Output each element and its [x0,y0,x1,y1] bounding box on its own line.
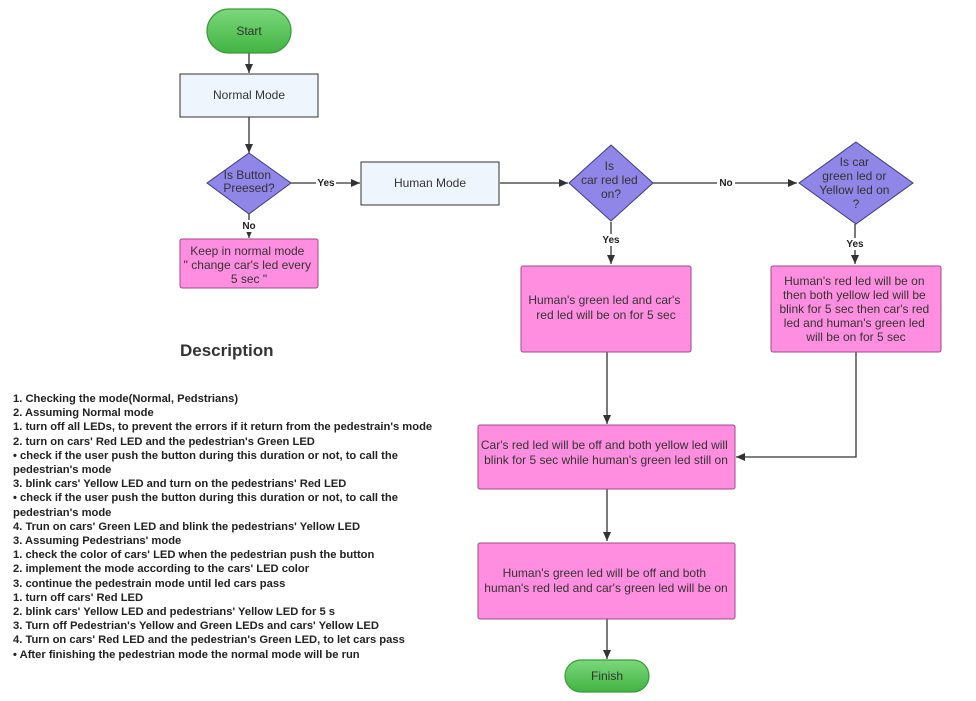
keep-normal-text: Keep in normal mode " change car's led e… [184,244,315,286]
human-mode-box: Human Mode [360,161,500,206]
human-green-off-text: Human's green led will be off and both h… [484,566,727,595]
human-green-off-box: Human's green led will be off and both h… [477,542,736,620]
car-red-line: on? [601,187,621,201]
description-line: 2. blink cars' Yellow LED and pedestrian… [13,606,335,619]
keep-normal-line: 5 sec " [231,272,267,286]
description-line: 4. Turn on cars' Red LED and the pedestr… [13,634,405,647]
description-line: 3. Assuming Pedestrians' mode [13,535,182,548]
edge-label-car-red-no: No [719,178,732,189]
finish-label: Finish [591,669,623,683]
car-red-decision: Is car red led on? [568,144,654,222]
car-red-off-line: blink for 5 sec while human's green led … [484,453,728,467]
button-pressed-decision: Is Button Preesed? [206,152,292,215]
car-green-yellow-text: Is car green led or Yellow led on ? [819,155,893,211]
human-red-yellow-blink-line: blink for 5 sec then car's red [779,302,929,316]
human-red-yellow-blink-line: led and human's green led [784,316,925,330]
edge-label-pressed-no: No [242,221,255,232]
description-line: 1. turn off cars' Red LED [13,591,144,604]
car-green-yellow-line: green led or [822,169,886,183]
human-green-car-red-line: red led will be on for 5 sec [536,308,675,322]
car-red-off-line: Car's red led will be off and both yello… [481,438,728,452]
description-line: • check if the user push the button duri… [13,492,398,519]
edge-label-pressed-yes: Yes [317,178,335,189]
keep-normal-line: Keep in normal mode [190,244,304,258]
human-mode-label: Human Mode [394,176,466,190]
keep-normal-box: Keep in normal mode " change car's led e… [179,238,319,289]
description-line: • check if the user push the button duri… [13,449,398,477]
car-red-off-box: Car's red led will be off and both yello… [477,424,736,490]
edge-human-red-to-car-red-off [736,352,857,461]
car-green-yellow-line: ? [853,197,860,211]
description-line: 2. implement the mode according to the c… [13,563,310,576]
description-line: 1. turn off all LEDs, to prevent the err… [13,421,433,434]
normal-mode-box: Normal Mode [179,73,319,118]
description-title: Description [180,341,274,360]
description-line: 3. Turn off Pedestrian's Yellow and Gree… [13,620,379,633]
description-line: 4. Trun on cars' Green LED and blink the… [13,520,361,533]
button-pressed-line: Preesed? [223,181,275,195]
car-red-text: Is car red led on? [581,159,641,201]
edge-label-car-red-yes: Yes [602,235,620,246]
car-green-yellow-decision: Is car green led or Yellow led on ? [798,141,914,225]
description-line: 1. check the color of cars' LED when the… [13,549,375,562]
edge-labels: Yes No No Yes Yes [241,177,865,250]
start-label: Start [236,24,262,38]
human-red-yellow-blink-text: Human's red led will be on then both yel… [779,274,932,344]
car-green-yellow-line: Yellow led on [819,183,889,197]
human-green-car-red-line: Human's green led and car's [528,293,680,307]
description-line: 2. turn on cars' Red LED and the pedestr… [13,435,315,448]
human-red-yellow-blink-line: Human's red led will be on [784,274,924,288]
description-line: 3. blink cars' Yellow LED and turn on th… [13,478,347,491]
human-red-yellow-blink-box: Human's red led will be on then both yel… [770,265,942,353]
car-red-line: car red led [581,173,638,187]
description-line: 3. continue the pedestrain mode until le… [13,577,286,590]
description-line: 2. Assuming Normal mode [13,407,154,420]
human-green-off-line: Human's green led will be off and both [503,566,707,580]
start-terminal: Start [206,8,292,54]
human-green-off-line: human's red led and car's green led will… [484,581,727,595]
button-pressed-line: Is Button [224,168,271,182]
button-pressed-text: Is Button Preesed? [223,168,275,195]
human-green-car-red-box: Human's green led and car's red led will… [520,265,692,353]
normal-mode-label: Normal Mode [213,88,285,102]
finish-terminal: Finish [564,659,650,693]
description-line: • After finishing the pedestrian mode th… [13,648,360,661]
human-red-yellow-blink-line: will be on for 5 sec [805,330,905,344]
car-red-line: Is [605,159,614,173]
human-green-car-red-text: Human's green led and car's red led will… [528,293,683,322]
edge-label-green-yellow-yes: Yes [846,239,864,250]
human-red-yellow-blink-line: then both yellow led will be [783,288,926,302]
car-green-yellow-line: Is car [840,155,869,169]
car-red-off-text: Car's red led will be off and both yello… [481,438,731,467]
description-line: 1. Checking the mode(Normal, Pedstrians) [13,393,239,405]
keep-normal-line: " change car's led every [184,258,311,272]
description-list: 1. Checking the mode(Normal, Pedstrians)… [13,392,453,662]
